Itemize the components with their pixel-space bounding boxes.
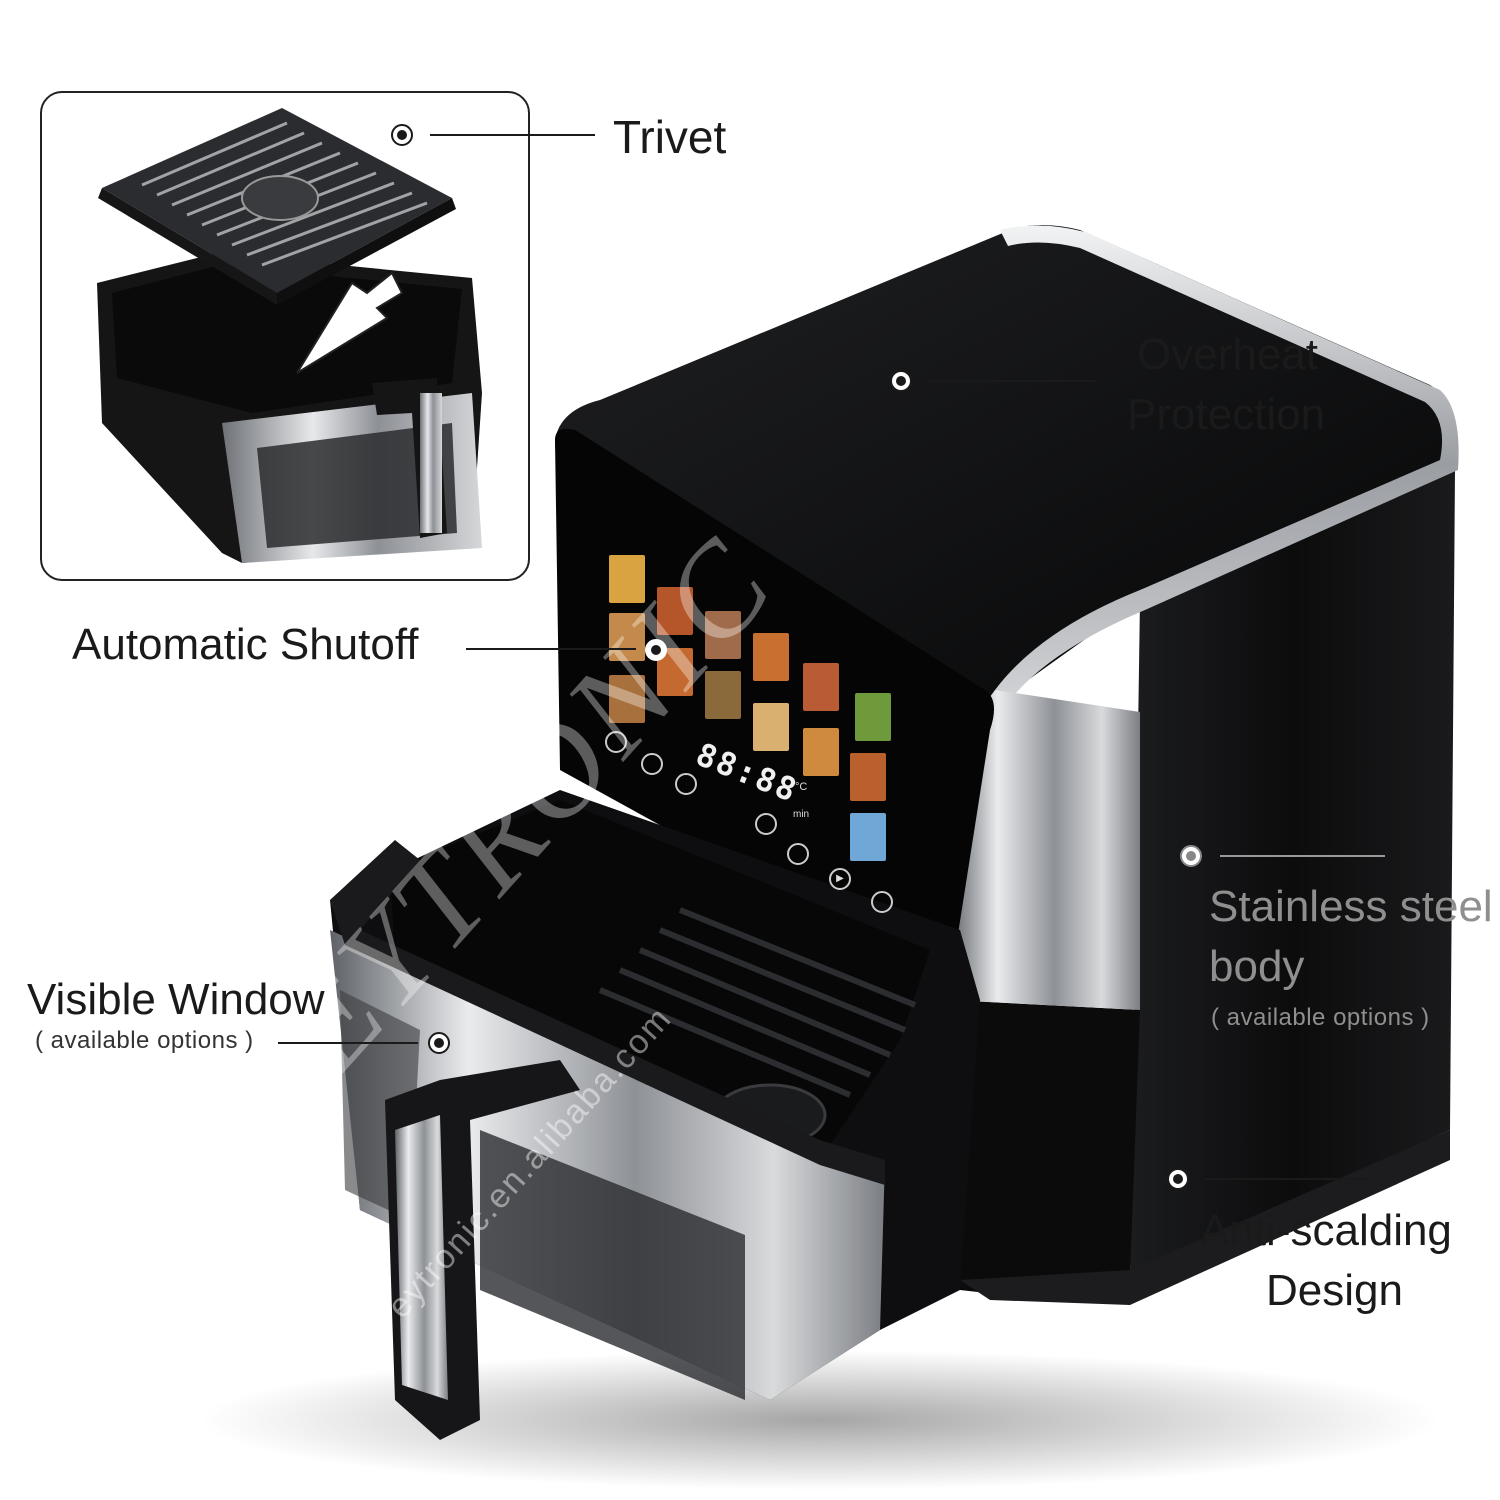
stainless-label-line1: Stainless steel — [1209, 882, 1493, 931]
overheat-label-line2: Protection — [1127, 390, 1326, 439]
play-pause-icon[interactable]: ▶ — [829, 868, 851, 890]
overheat-marker-icon — [890, 370, 912, 392]
auto-shutoff-marker-icon — [645, 639, 667, 661]
stainless-label-line2: body — [1209, 942, 1305, 991]
stainless-options-note: ( available options ) — [1211, 1004, 1430, 1031]
preset-cake-tile[interactable] — [803, 728, 839, 776]
time-up-icon[interactable] — [755, 813, 777, 835]
preset-vegetable-tile[interactable] — [855, 693, 891, 741]
preset-roast-tile[interactable] — [609, 675, 645, 723]
preset-bread-tile[interactable] — [609, 613, 645, 661]
anti-scalding-label-line2: Design — [1266, 1266, 1403, 1315]
visible-window-label: Visible Window — [27, 975, 325, 1024]
trivet-marker-icon — [391, 124, 413, 146]
touch-control-panel: 88:88 °C min ▶ — [605, 553, 905, 923]
preset-skewer-tile[interactable] — [850, 753, 886, 801]
preset-defrost-tile[interactable] — [850, 813, 886, 861]
auto-shutoff-leader-line — [466, 648, 636, 650]
visible-window-marker-icon — [428, 1032, 450, 1054]
preset-pizza-tile[interactable] — [705, 671, 741, 719]
anti-scalding-label-line1: Anti-scalding — [1200, 1206, 1452, 1255]
preset-wings-tile[interactable] — [657, 587, 693, 635]
time-down-icon[interactable] — [787, 843, 809, 865]
preset-chicken-tile[interactable] — [753, 703, 789, 751]
overheat-label-line1: Overheat — [1137, 330, 1318, 379]
light-icon[interactable] — [641, 753, 663, 775]
visible-window-options-note: ( available options ) — [35, 1027, 254, 1054]
trivet-inset-panel — [40, 91, 530, 581]
trivet-leader-line — [430, 134, 595, 136]
preset-steak-tile[interactable] — [705, 611, 741, 659]
shake-reminder-icon[interactable] — [605, 731, 627, 753]
trivet-basket-illustration — [97, 108, 482, 563]
temp-up-icon[interactable] — [675, 773, 697, 795]
power-icon[interactable] — [871, 891, 893, 913]
preset-fish-tile[interactable] — [803, 663, 839, 711]
preset-shrimp-tile[interactable] — [753, 633, 789, 681]
auto-shutoff-label: Automatic Shutoff — [72, 620, 419, 669]
preset-fries-tile[interactable] — [609, 555, 645, 603]
trivet-label: Trivet — [613, 111, 727, 163]
anti-scalding-leader-line — [1205, 1178, 1370, 1180]
visible-window-leader-line — [278, 1042, 418, 1044]
min-unit-label: min — [793, 809, 810, 820]
temp-unit-label: °C — [795, 781, 808, 793]
stainless-marker-icon — [1180, 845, 1202, 867]
anti-scalding-marker-icon — [1167, 1168, 1189, 1190]
overheat-leader-line — [930, 380, 1095, 382]
stainless-leader-line — [1220, 855, 1385, 857]
